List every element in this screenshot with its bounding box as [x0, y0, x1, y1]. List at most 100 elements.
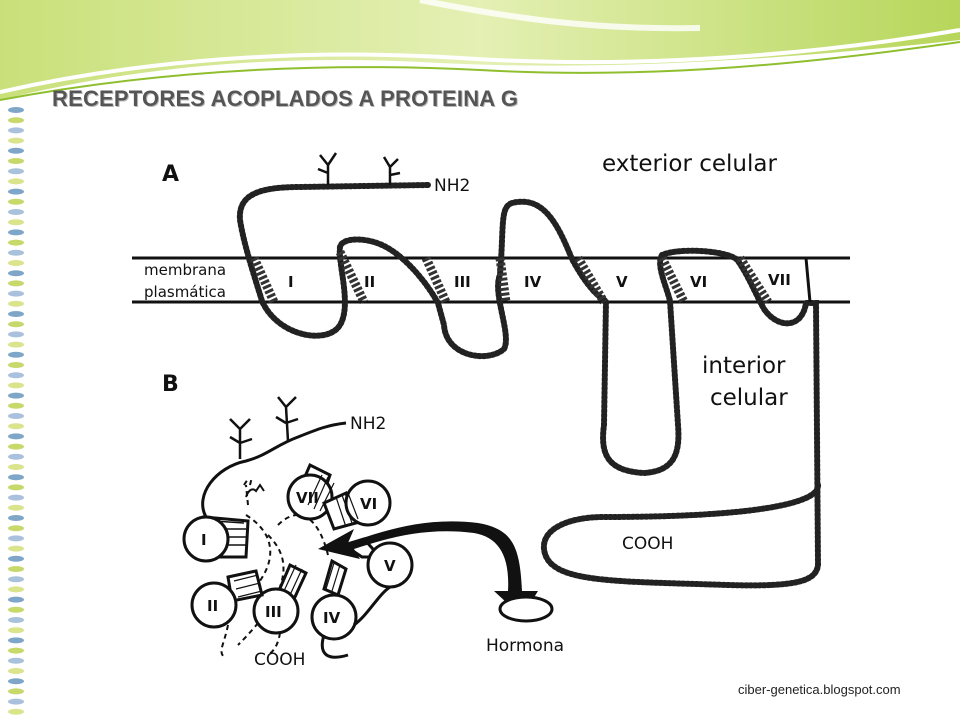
border-bead [8, 668, 24, 674]
border-bead [8, 647, 24, 654]
border-bead [8, 433, 24, 440]
border-bead [8, 566, 24, 572]
helix-b-i: I [201, 531, 207, 549]
border-bead [8, 127, 24, 134]
border-bead [8, 708, 24, 715]
border-bead [8, 392, 24, 399]
border-bead [8, 362, 24, 368]
c-terminus-label-a: COOH [622, 534, 673, 554]
border-bead [8, 474, 24, 481]
border-bead [8, 453, 24, 460]
panel-a-label: A [162, 162, 179, 187]
border-bead [8, 188, 24, 195]
helix-b-iii: III [265, 603, 282, 621]
border-bead [8, 576, 24, 583]
c-terminus-label-b: COOH [254, 650, 305, 670]
n-terminal-tail-b [201, 421, 347, 518]
helix-b-vii: VII [296, 489, 319, 507]
border-bead [8, 617, 24, 623]
border-bead [8, 168, 24, 175]
border-bead [8, 239, 24, 246]
border-bead [8, 351, 24, 358]
border-bead [8, 321, 24, 328]
border-bead [8, 484, 24, 491]
border-bead [8, 178, 24, 185]
border-bead [8, 627, 24, 634]
helix-b-i-circle [182, 515, 230, 563]
border-bead [8, 657, 24, 664]
gpcr-diagram: A membrana plasmática I II III IV V VI V… [128, 125, 870, 677]
membrane-label-line2: plasmática [144, 283, 226, 301]
border-bead [8, 300, 24, 307]
border-bead [8, 606, 24, 613]
border-bead [8, 229, 24, 236]
helix-b-iv-circle [310, 593, 358, 641]
receptor-chain-outline [236, 182, 822, 589]
border-bead [8, 382, 24, 389]
border-bead [8, 137, 24, 144]
n-terminus-label-b: NH2 [350, 414, 386, 434]
helix-a-iii: III [454, 273, 471, 291]
border-bead [8, 413, 24, 419]
interior-label-line1: interior [702, 353, 786, 379]
helix-b-vi-circle [344, 479, 392, 527]
border-bead [8, 688, 24, 695]
border-bead [8, 596, 24, 603]
panel-b-label: B [162, 372, 179, 397]
border-bead [8, 443, 24, 450]
tm-segments [249, 250, 772, 305]
header-swoosh [0, 0, 960, 100]
border-bead [8, 525, 24, 532]
border-bead [8, 260, 24, 266]
border-bead [8, 219, 24, 226]
panel-b: B NH2 [162, 372, 564, 670]
helix-b-v: V [384, 557, 396, 575]
border-bead [8, 423, 24, 430]
border-bead [8, 504, 24, 511]
helix-a-vi: VI [690, 273, 707, 291]
helix-a-v: V [616, 273, 628, 291]
glycosylation-sites-a [317, 152, 401, 185]
border-bead [8, 637, 24, 644]
source-credit: ciber-genetica.blogspot.com [738, 682, 901, 697]
hormone-label: Hormona [486, 636, 564, 656]
border-bead [8, 678, 24, 685]
border-bead [8, 249, 24, 256]
border-bead [8, 515, 24, 521]
left-beaded-border [8, 107, 24, 715]
border-bead [8, 311, 24, 317]
panel-a: A membrana plasmática I II III IV V VI V… [132, 151, 850, 589]
helix-b-iii-circle [252, 587, 300, 635]
border-bead [8, 290, 24, 297]
n-terminus-label-a: NH2 [434, 176, 470, 196]
interior-label-line2: celular [710, 385, 788, 411]
hormone-ligand [498, 595, 554, 623]
membrane-label-line1: membrana [144, 261, 226, 279]
glycosylation-sites-b [229, 396, 299, 459]
slide-title: RECEPTORES ACOPLADOS A PROTEINA G [52, 86, 519, 111]
border-bead [8, 158, 24, 164]
border-bead [8, 331, 24, 338]
helix-b-iv: IV [323, 609, 341, 627]
border-bead [8, 280, 24, 287]
border-bead [8, 147, 24, 154]
border-bead [8, 270, 24, 277]
helix-a-ii: II [364, 273, 375, 291]
border-bead [8, 698, 24, 705]
border-bead [8, 535, 24, 542]
helix-b-ii: II [207, 597, 218, 615]
helix-a-iv: IV [524, 273, 542, 291]
helix-a-i: I [288, 273, 294, 291]
helix-b-ii-circle [190, 581, 238, 629]
border-bead [8, 107, 24, 113]
exterior-label: exterior celular [602, 151, 777, 177]
border-bead [8, 494, 24, 501]
border-bead [8, 341, 24, 348]
border-bead [8, 209, 24, 215]
border-bead [8, 555, 24, 562]
border-bead [8, 464, 24, 470]
helix-b-vi: VI [360, 495, 377, 513]
border-bead [8, 198, 24, 205]
border-bead [8, 545, 24, 552]
